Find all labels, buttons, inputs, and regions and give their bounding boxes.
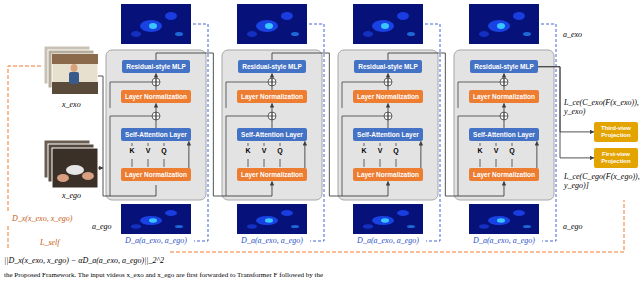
box-text: Third-view Projection [596,125,636,139]
layer-norm-box: Layer Normalization [121,90,191,103]
mlp-box: Residual-style MLP [122,60,190,73]
attention-box: Self-Attention Layer [469,128,539,141]
attention-distance-lines [193,24,556,241]
input-label: x_exo [62,100,81,109]
layer-norm-box: Layer Normalization [469,168,539,181]
attention-map-label: a_ego [92,222,112,231]
key-value-query-label: K [128,147,136,155]
layer-norm-box: Layer Normalization [353,90,423,103]
input-distance-label: D_x(x_exo, x_ego) [12,214,72,223]
projection-box: First-view Projection [594,148,638,168]
layer-norm-box: Layer Normalization [237,168,307,181]
loss-name: L_self [40,238,60,247]
key-value-query-label: V [144,147,152,155]
flow-arrow [420,141,421,168]
flow-arrow [503,73,504,90]
box-text: Layer Normalization [357,93,419,100]
transformer-block [222,50,322,200]
attention-distance-label: D_a(a_exo, a_ego) [241,236,303,245]
mlp-box: Residual-style MLP [354,60,422,73]
box-text: Layer Normalization [241,171,303,178]
box-text: Self-Attention Layer [473,131,535,138]
flow-arrow [387,73,388,90]
box-text: Self-Attention Layer [357,131,419,138]
key-value-query-label: K [360,147,368,155]
self-loss-lines [8,66,624,252]
flow-arrow [271,103,272,128]
mlp-box: Residual-style MLP [470,60,538,73]
flow-arrow [536,141,537,168]
flow-arrow [188,141,189,168]
key-value-query-label: V [376,147,384,155]
key-value-query-label: K [476,147,484,155]
flow-arrow [304,141,305,168]
attention-box: Self-Attention Layer [121,128,191,141]
attention-distance-label: D_a(a_exo, a_ego) [473,236,535,245]
box-text: Layer Normalization [473,93,535,100]
attention-distance-label: D_a(a_exo, a_ego) [357,236,419,245]
classification-loss: L_ce(C_exo(F(x_exo)), y_exo) [564,98,640,116]
ego-video-frames [44,140,98,188]
layer-norm-box: Layer Normalization [237,90,307,103]
box-text: Self-Attention Layer [125,131,187,138]
flow-arrow [387,103,388,128]
exo-attention-map [469,4,539,44]
box-text: Layer Normalization [241,93,303,100]
loss-formula: ||D_x(x_exo, x_ego) − αD_a(a_exo, a_ego)… [4,256,164,265]
exo-video-frames [44,46,98,94]
box-text: First-view Projection [596,151,636,165]
key-value-query-label: V [260,147,268,155]
flow-arrow [503,103,504,128]
key-value-query-label: Q [508,147,516,155]
box-text: Layer Normalization [125,171,187,178]
key-value-query-label: K [244,147,252,155]
layer-norm-box: Layer Normalization [469,90,539,103]
attention-box: Self-Attention Layer [353,128,423,141]
attention-distance-label: D_a(a_exo, a_ego) [125,236,187,245]
box-text: Residual-style MLP [242,63,302,70]
ego-attention-map [121,204,191,234]
attention-map-label: a_exo [563,30,582,39]
ego-attention-map [469,204,539,234]
transformer-block [106,50,206,200]
layer-norm-box: Layer Normalization [353,168,423,181]
key-value-query-label: Q [276,147,284,155]
projection-box: Third-view Projection [594,122,638,142]
key-value-query-label: V [492,147,500,155]
key-value-query-label: Q [160,147,168,155]
ego-attention-map [353,204,423,234]
box-text: Self-Attention Layer [241,131,303,138]
exo-attention-map [121,4,191,44]
transformer-block [338,50,438,200]
box-text: Residual-style MLP [126,63,186,70]
mlp-box: Residual-style MLP [238,60,306,73]
exo-attention-map [353,4,423,44]
exo-attention-map [237,4,307,44]
key-value-query-label: Q [392,147,400,155]
box-text: Layer Normalization [473,171,535,178]
box-text: Layer Normalization [125,93,187,100]
box-text: Layer Normalization [357,171,419,178]
input-label: x_ego [62,191,81,200]
flow-arrow [271,73,272,90]
box-text: Residual-style MLP [474,63,534,70]
flow-arrow [155,103,156,128]
flow-arrow [155,73,156,90]
box-text: Residual-style MLP [358,63,418,70]
attention-map-label: a_ego [563,222,583,231]
transformer-block [454,50,554,200]
figure-caption: the Proposed Framework. The input videos… [4,271,323,279]
ego-attention-map [237,204,307,234]
layer-norm-box: Layer Normalization [121,168,191,181]
classification-loss: L_ce(C_ego(F(x_ego)), y_ego)] [564,172,640,190]
attention-box: Self-Attention Layer [237,128,307,141]
